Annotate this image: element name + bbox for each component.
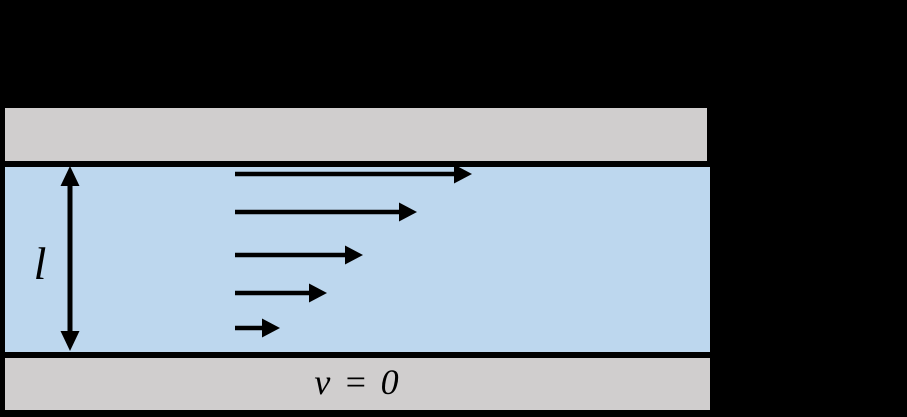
velocity-arrow-group [235,164,472,338]
velocity-arrow [235,202,417,222]
fluid-region [5,161,710,358]
velocity-arrow [235,283,327,303]
gap-dimension-arrow [60,166,80,351]
velocity-arrow [235,318,280,338]
gap-length-label: l [33,238,47,290]
bottom-plate-velocity-label: v = 0 [314,362,401,402]
top-plate [5,108,707,161]
velocity-arrow [235,164,472,184]
velocity-arrow [235,245,363,265]
bottom-plate: v = 0 [5,358,710,410]
